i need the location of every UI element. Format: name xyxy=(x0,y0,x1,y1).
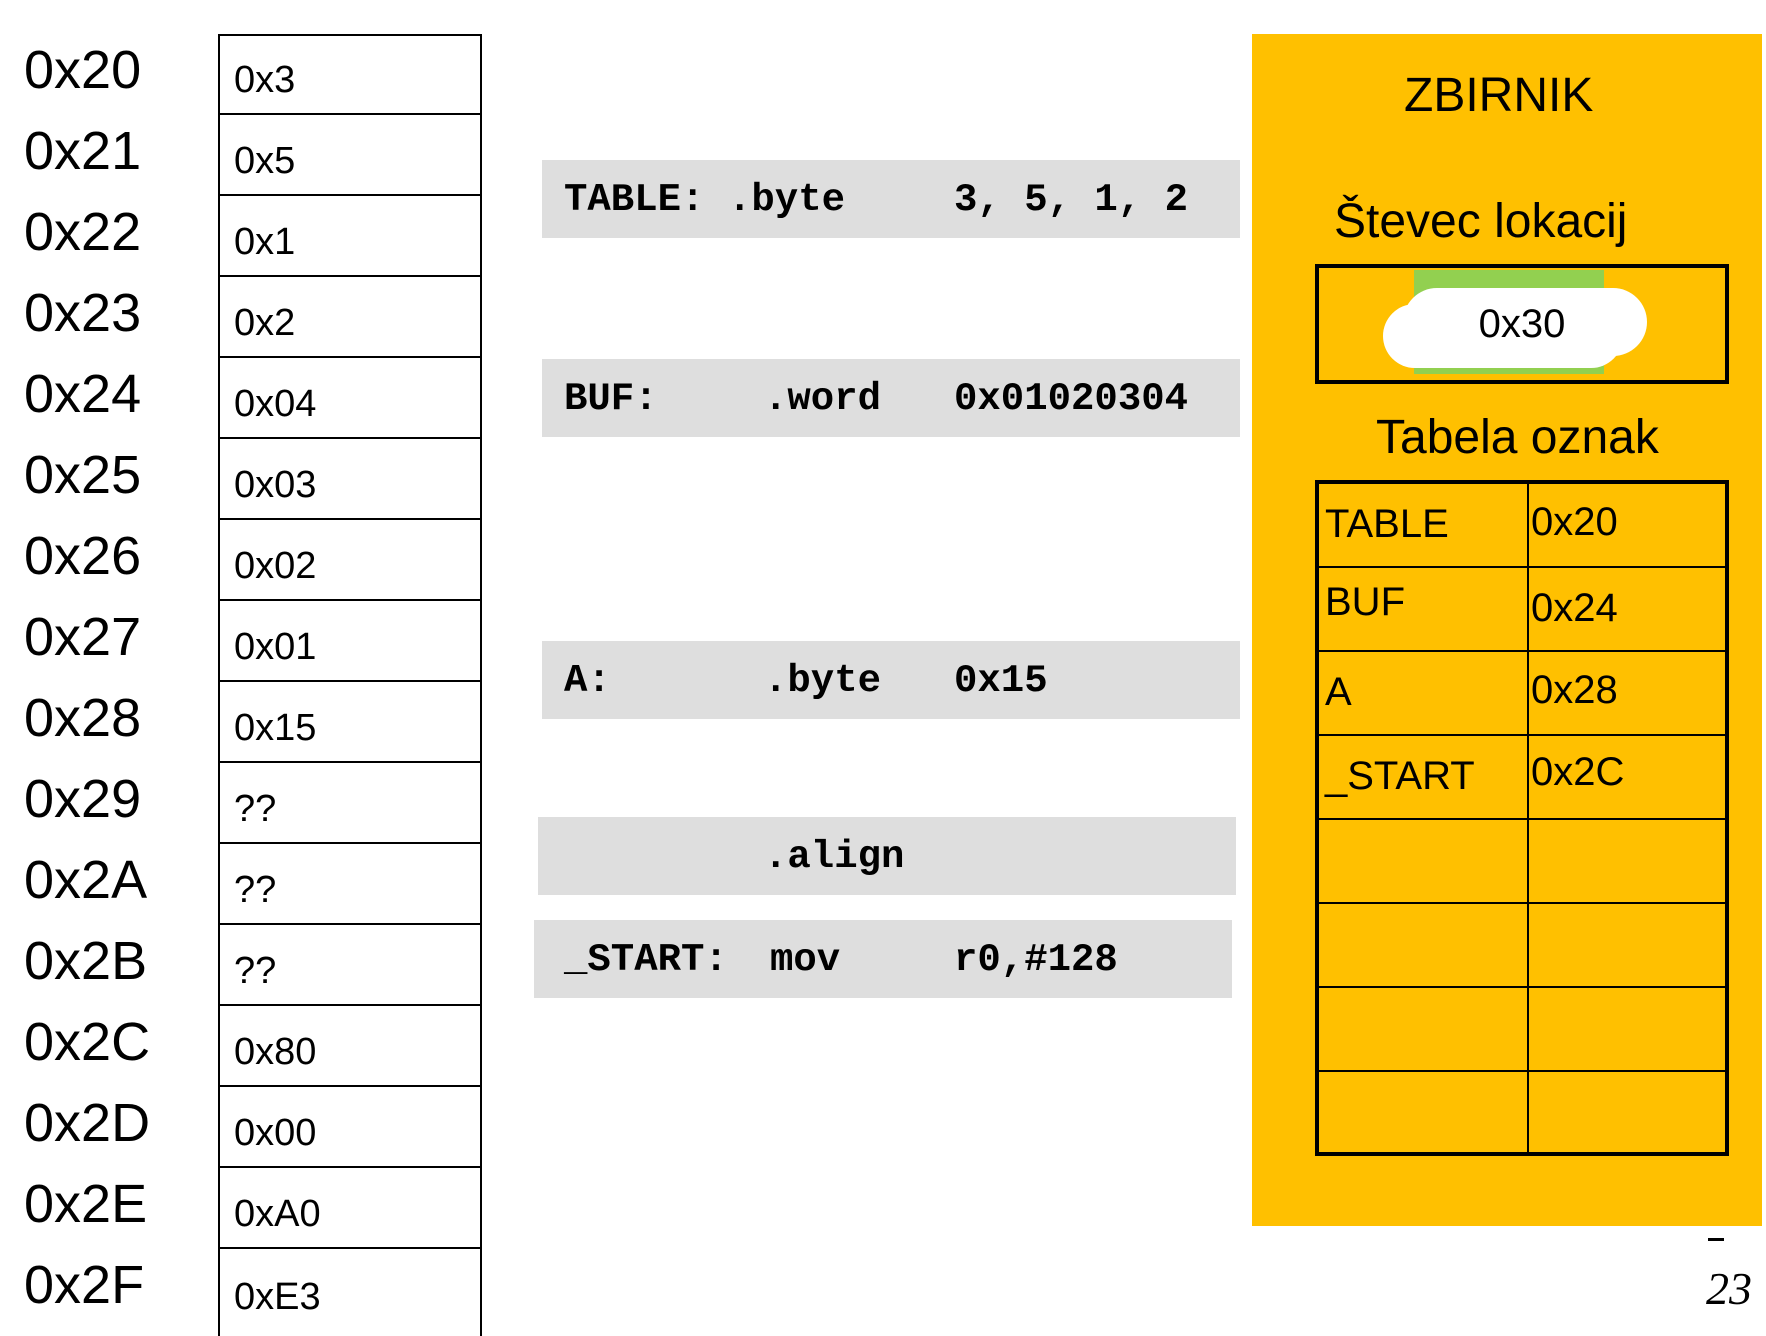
address-label: 0x23 xyxy=(24,283,142,343)
memory-cell: 0x3 xyxy=(220,36,480,115)
memory-cell: 0x00 xyxy=(220,1089,480,1168)
page-number: 23 xyxy=(1706,1263,1752,1314)
code-operand: 0x15 xyxy=(954,659,1048,703)
memory-cell-value: 0x1 xyxy=(234,221,296,263)
address-label: 0x25 xyxy=(24,445,142,505)
symbol-value: 0x24 xyxy=(1531,586,1618,630)
address-label: 0x26 xyxy=(24,526,142,586)
memory-cell-value: ?? xyxy=(234,788,277,830)
code-operand: 0x01020304 xyxy=(954,377,1189,421)
address-label: 0x2F xyxy=(24,1255,145,1315)
memory-cell-value: 0x01 xyxy=(234,626,317,668)
symbol-value: 0x28 xyxy=(1531,668,1618,712)
symbol-row: TABLE 0x20 xyxy=(1319,484,1725,568)
symbol-name: _START xyxy=(1325,754,1475,798)
memory-cell-value: 0x15 xyxy=(234,707,317,749)
memory-cell: ?? xyxy=(220,927,480,1006)
symbol-value: 0x2C xyxy=(1531,750,1625,794)
memory-cell: 0x80 xyxy=(220,1008,480,1087)
memory-cell: 0x2 xyxy=(220,279,480,358)
address-label: 0x21 xyxy=(24,121,142,181)
symbol-row xyxy=(1319,988,1725,1072)
memory-cell: 0x04 xyxy=(220,360,480,439)
code-directive: mov xyxy=(770,938,841,982)
memory-cell: 0x5 xyxy=(220,117,480,196)
code-directive: .align xyxy=(764,835,905,879)
code-line-table: TABLE: .byte 3, 5, 1, 2 xyxy=(542,160,1240,238)
assembler-panel: ZBIRNIK Števec lokacij 0x30 Tabela oznak… xyxy=(1252,34,1762,1226)
memory-block: 0x3 0x5 0x1 0x2 0x04 0x03 0x02 0x01 0x15… xyxy=(218,34,482,1336)
memory-cell: 0x15 xyxy=(220,684,480,763)
address-label: 0x29 xyxy=(24,769,142,829)
address-label: 0x20 xyxy=(24,40,142,100)
code-line-align: .align xyxy=(538,817,1236,895)
memory-cell-value: 0x80 xyxy=(234,1031,317,1073)
code-label: BUF: xyxy=(564,377,658,421)
location-counter-value: 0x30 xyxy=(1478,302,1566,346)
address-label: 0x2D xyxy=(24,1093,151,1153)
memory-cell: 0x01 xyxy=(220,603,480,682)
memory-cell-value: 0x04 xyxy=(234,383,317,425)
memory-cell: 0xA0 xyxy=(220,1170,480,1249)
memory-cell: ?? xyxy=(220,846,480,925)
symbol-name: BUF xyxy=(1325,580,1405,624)
symbol-row: BUF 0x24 xyxy=(1319,568,1725,652)
memory-cell: 0xE3 xyxy=(220,1251,480,1330)
memory-cell-value: 0x2 xyxy=(234,302,296,344)
memory-cell-value: ?? xyxy=(234,869,277,911)
symbol-table: TABLE 0x20 BUF 0x24 A 0x28 _START 0x2C xyxy=(1315,480,1729,1156)
memory-cell-value: 0x02 xyxy=(234,545,317,587)
code-label: A: xyxy=(564,659,611,703)
address-label: 0x2C xyxy=(24,1012,151,1072)
memory-cell-value: ?? xyxy=(234,950,277,992)
location-counter-label: Števec lokacij xyxy=(1334,195,1628,248)
memory-cell: 0x02 xyxy=(220,522,480,601)
page-dash xyxy=(1708,1238,1724,1241)
code-directive: .byte xyxy=(764,659,882,703)
address-label: 0x2E xyxy=(24,1174,148,1234)
code-operand: 3, 5, 1, 2 xyxy=(954,178,1189,222)
symbol-name: TABLE xyxy=(1325,502,1449,546)
memory-cell-value: 0x3 xyxy=(234,59,296,101)
symbol-row xyxy=(1319,904,1725,988)
address-label: 0x24 xyxy=(24,364,142,424)
memory-cell-value: 0xE3 xyxy=(234,1276,321,1318)
assembler-title: ZBIRNIK xyxy=(1404,69,1594,122)
address-label: 0x2A xyxy=(24,850,148,910)
symbol-name: A xyxy=(1325,670,1352,714)
code-line-start: _START: mov r0,#128 xyxy=(534,920,1232,998)
code-line-buf: BUF: .word 0x01020304 xyxy=(542,359,1240,437)
column-divider xyxy=(1527,484,1529,1152)
code-operand: r0,#128 xyxy=(954,938,1118,982)
code-directive: .word xyxy=(764,377,882,421)
memory-cell: 0x1 xyxy=(220,198,480,277)
memory-cell-value: 0x5 xyxy=(234,140,296,182)
symbol-row: _START 0x2C xyxy=(1319,736,1725,820)
symbol-table-label: Tabela oznak xyxy=(1376,411,1659,464)
symbol-row xyxy=(1319,820,1725,904)
memory-cell-value: 0xA0 xyxy=(234,1193,321,1235)
address-label: 0x2B xyxy=(24,931,148,991)
memory-cell-value: 0x00 xyxy=(234,1112,317,1154)
location-counter-box: 0x30 xyxy=(1315,264,1729,384)
address-label: 0x27 xyxy=(24,607,142,667)
memory-cell: ?? xyxy=(220,765,480,844)
address-label: 0x28 xyxy=(24,688,142,748)
symbol-row: A 0x28 xyxy=(1319,652,1725,736)
symbol-row xyxy=(1319,1072,1725,1156)
counter-cloud xyxy=(1397,298,1633,358)
code-label: TABLE: xyxy=(564,178,705,222)
code-line-a: A: .byte 0x15 xyxy=(542,641,1240,719)
memory-cell-value: 0x03 xyxy=(234,464,317,506)
memory-cell: 0x03 xyxy=(220,441,480,520)
address-label: 0x22 xyxy=(24,202,142,262)
symbol-value: 0x20 xyxy=(1531,500,1618,544)
code-label: _START: xyxy=(564,938,728,982)
code-directive: .byte xyxy=(728,178,846,222)
